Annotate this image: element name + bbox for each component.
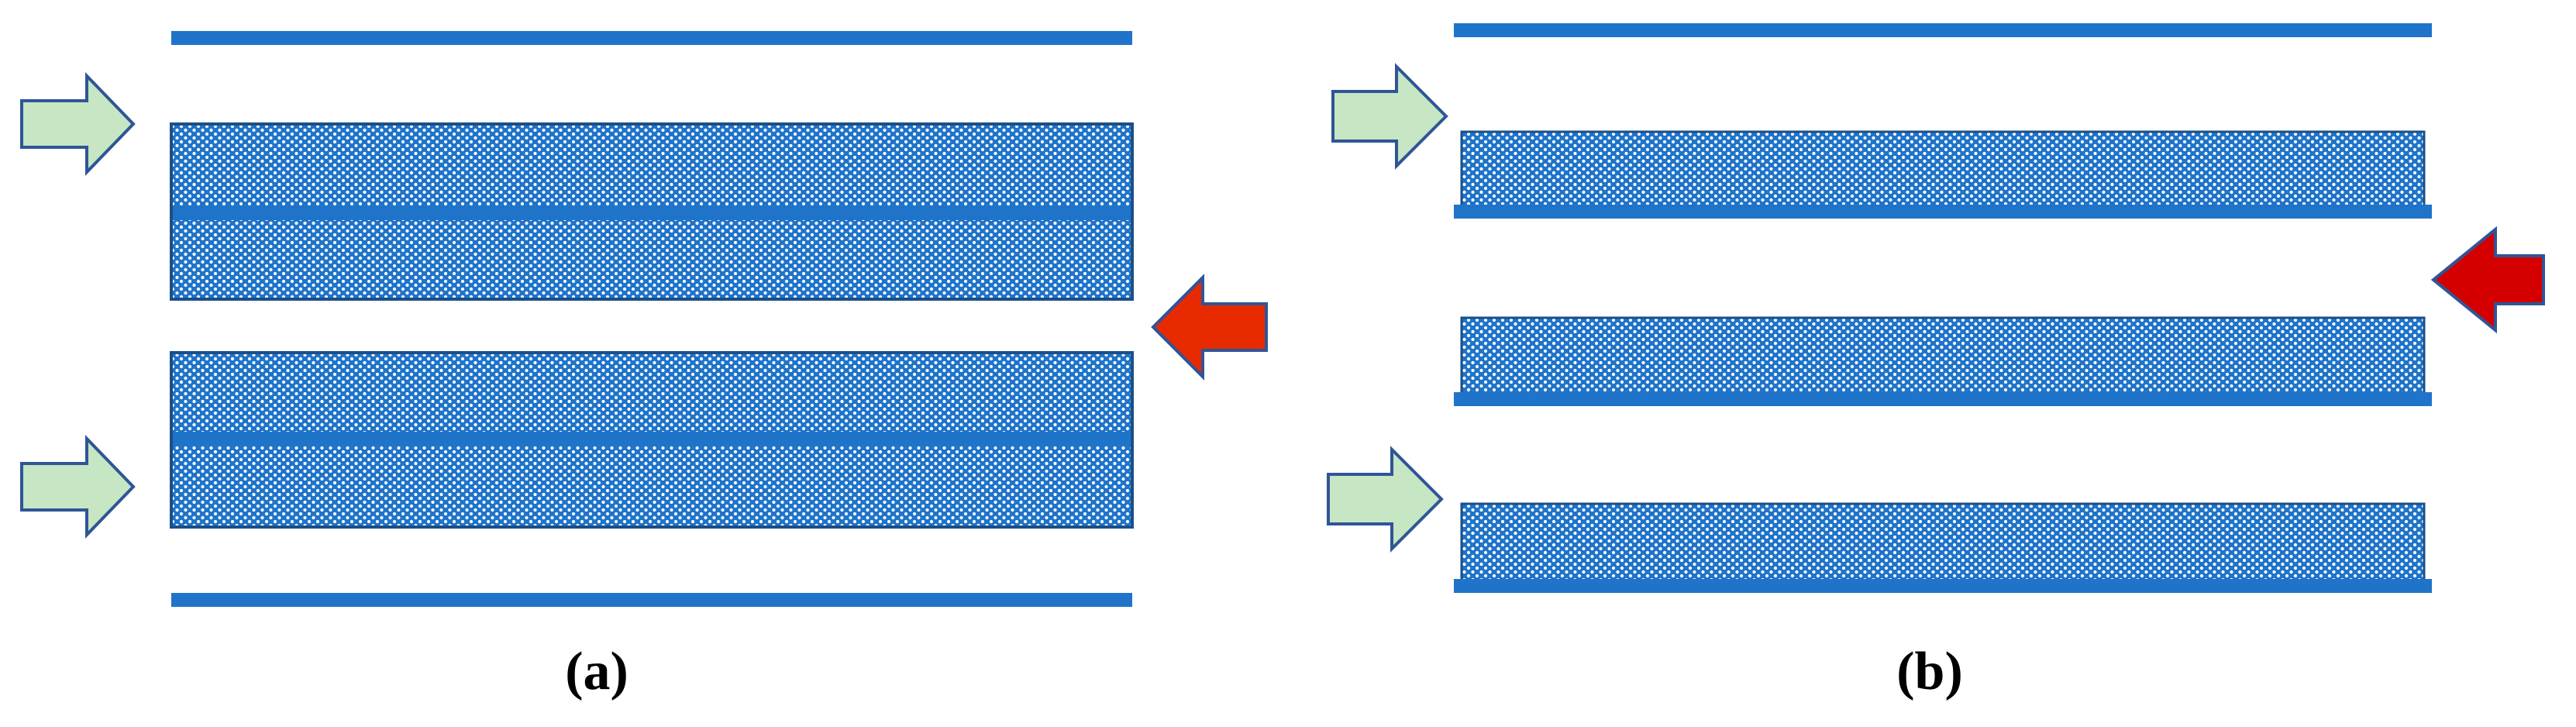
- membrane-layer: [171, 353, 1132, 432]
- arrow-right-icon: [1327, 446, 1444, 553]
- membrane-layer: [171, 124, 1132, 206]
- membrane-block-a-upper: [170, 122, 1134, 301]
- arrow-right-icon: [1331, 63, 1448, 170]
- support-plate: [1454, 205, 2432, 219]
- top-plate-a: [171, 31, 1132, 45]
- membrane-sheet-b-1: [1454, 130, 2432, 219]
- top-plate-b: [1454, 23, 2432, 37]
- membrane-layer: [1462, 318, 2424, 394]
- support-plate: [1454, 579, 2432, 593]
- membrane-sheet-b-3: [1454, 502, 2432, 593]
- arrow-right-icon: [20, 72, 136, 176]
- center-support-layer: [171, 206, 1132, 220]
- bottom-plate-a: [171, 593, 1132, 607]
- panel-a: [20, 31, 1268, 607]
- membrane-block-outline: [170, 122, 1134, 301]
- membrane-block-a-lower: [170, 351, 1134, 529]
- center-support-layer: [171, 432, 1132, 446]
- arrow-right-icon: [20, 435, 136, 539]
- panel-b-label: (b): [1896, 642, 1963, 701]
- panel-b: [1327, 23, 2545, 593]
- membrane-layer: [1462, 132, 2424, 206]
- membrane-sheet-b-2: [1454, 316, 2432, 406]
- membrane-layer: [171, 220, 1132, 299]
- membrane-layer: [171, 446, 1132, 527]
- membrane-block-outline: [170, 351, 1134, 529]
- arrow-left-icon: [1151, 274, 1268, 381]
- panel-a-label: (a): [565, 642, 629, 701]
- membrane-layer: [1462, 504, 2424, 581]
- support-plate: [1454, 392, 2432, 406]
- arrow-left-icon: [2430, 226, 2545, 334]
